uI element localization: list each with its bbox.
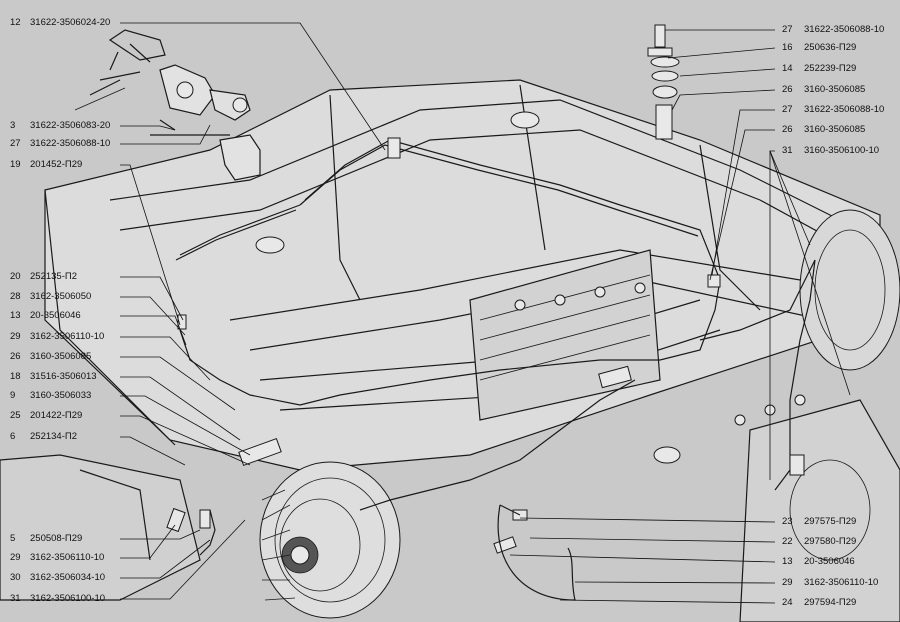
callout-part-code: 297580-П29 — [804, 536, 857, 547]
callout-part-code: 3162-3506110-10 — [30, 331, 105, 342]
callout-right-4: 27 31622-3506088-10 — [782, 104, 884, 116]
callout-right-8: 22 297580-П29 — [782, 536, 856, 548]
callout-part-code: 3162-3506100-10 — [30, 593, 106, 604]
callout-left-5: 28 3162-3506050 — [10, 291, 91, 303]
callout-part-code: 31516-3506013 — [30, 371, 97, 382]
callout-left-14: 29 3162-3506110-10 — [10, 552, 104, 564]
callout-part-code: 3160-3506085 — [30, 351, 92, 362]
callout-number: 6 — [10, 431, 16, 442]
callout-part-code: 31622-3506088-10 — [804, 104, 885, 115]
callout-number: 27 — [782, 104, 793, 115]
callout-number: 30 — [10, 572, 21, 583]
callout-number: 9 — [10, 390, 16, 401]
callout-left-13: 5 250508-П29 — [10, 533, 82, 545]
callout-number: 27 — [10, 138, 21, 149]
callout-right-6: 31 3160-3506100-10 — [782, 145, 879, 157]
callout-part-code: 31622-3506024-20 — [30, 17, 111, 28]
callout-left-2: 27 31622-3506088-10 — [10, 138, 110, 150]
callout-left-7: 29 3162-3506110-10 — [10, 331, 104, 343]
callout-left-3: 19 201452-П29 — [10, 159, 82, 171]
callout-part-code: 20-3506046 — [804, 556, 855, 567]
callout-part-code: 252135-П2 — [30, 271, 77, 282]
callout-right-10: 29 3162-3506110-10 — [782, 577, 878, 589]
callout-part-code: 3160-3506100-10 — [804, 145, 880, 156]
callout-left-12: 6 252134-П2 — [10, 431, 77, 443]
callout-number: 26 — [10, 351, 21, 362]
callout-left-15: 30 3162-3506034-10 — [10, 572, 105, 584]
callout-left-6: 13 20-3506046 — [10, 310, 81, 322]
callout-number: 23 — [782, 516, 793, 527]
callout-part-code: 3160-3506085 — [804, 84, 866, 95]
callout-right-5: 26 3160-3506085 — [782, 124, 865, 136]
callout-part-code: 3162-3506050 — [30, 291, 92, 302]
callout-part-code: 3162-3506034-10 — [30, 572, 106, 583]
callout-number: 13 — [782, 556, 793, 567]
callout-part-code: 252134-П2 — [30, 431, 77, 442]
callout-right-0: 27 31622-3506088-10 — [782, 24, 884, 36]
callout-number: 13 — [10, 310, 21, 321]
callout-number: 26 — [782, 84, 793, 95]
callout-left-9: 18 31516-3506013 — [10, 371, 97, 383]
callout-right-9: 13 20-3506046 — [782, 556, 855, 568]
callout-left-10: 9 3160-3506033 — [10, 390, 91, 402]
callout-left-16: 31 3162-3506100-10 — [10, 593, 105, 605]
callout-part-code: 201422-П29 — [30, 410, 83, 421]
callout-part-code: 3160-3506033 — [30, 390, 92, 401]
callout-number: 20 — [10, 271, 21, 282]
callout-right-11: 24 297594-П29 — [782, 597, 856, 609]
callout-number: 25 — [10, 410, 21, 421]
callout-number: 3 — [10, 120, 16, 131]
callout-number: 27 — [782, 24, 793, 35]
callout-number: 26 — [782, 124, 793, 135]
callout-part-code: 31622-3506083-20 — [30, 120, 111, 131]
callout-right-2: 14 252239-П29 — [782, 63, 856, 75]
callout-number: 5 — [10, 533, 16, 544]
callout-number: 19 — [10, 159, 21, 170]
callout-right-7: 23 297575-П29 — [782, 516, 856, 528]
callout-part-code: 3162-3506110-10 — [804, 577, 879, 588]
callout-left-4: 20 252135-П2 — [10, 271, 77, 283]
callout-left-0: 12 31622-3506024-20 — [10, 17, 110, 29]
callout-number: 18 — [10, 371, 21, 382]
callout-part-code: 3160-3506085 — [804, 124, 866, 135]
callout-number: 31 — [782, 145, 793, 156]
callout-number: 14 — [782, 63, 793, 74]
callout-left-11: 25 201422-П29 — [10, 410, 82, 422]
callout-number: 12 — [10, 17, 21, 28]
callout-left-8: 26 3160-3506085 — [10, 351, 91, 363]
callout-part-code: 250508-П29 — [30, 533, 83, 544]
callout-number: 31 — [10, 593, 21, 604]
callout-left-1: 3 31622-3506083-20 — [10, 120, 110, 132]
callout-right-1: 16 250636-П29 — [782, 42, 856, 54]
callout-part-code: 20-3506046 — [30, 310, 81, 321]
callout-part-code: 250636-П29 — [804, 42, 857, 53]
callout-number: 22 — [782, 536, 793, 547]
callout-part-code: 31622-3506088-10 — [30, 138, 111, 149]
callout-part-code: 31622-3506088-10 — [804, 24, 885, 35]
callout-number: 29 — [10, 552, 21, 563]
callout-part-code: 297575-П29 — [804, 516, 857, 527]
callout-number: 29 — [10, 331, 21, 342]
callout-number: 28 — [10, 291, 21, 302]
callout-part-code: 297594-П29 — [804, 597, 857, 608]
callout-number: 29 — [782, 577, 793, 588]
callout-number: 24 — [782, 597, 793, 608]
callout-part-code: 252239-П29 — [804, 63, 857, 74]
callout-right-3: 26 3160-3506085 — [782, 84, 865, 96]
callout-part-code: 3162-3506110-10 — [30, 552, 105, 563]
callout-part-code: 201452-П29 — [30, 159, 83, 170]
callout-number: 16 — [782, 42, 793, 53]
